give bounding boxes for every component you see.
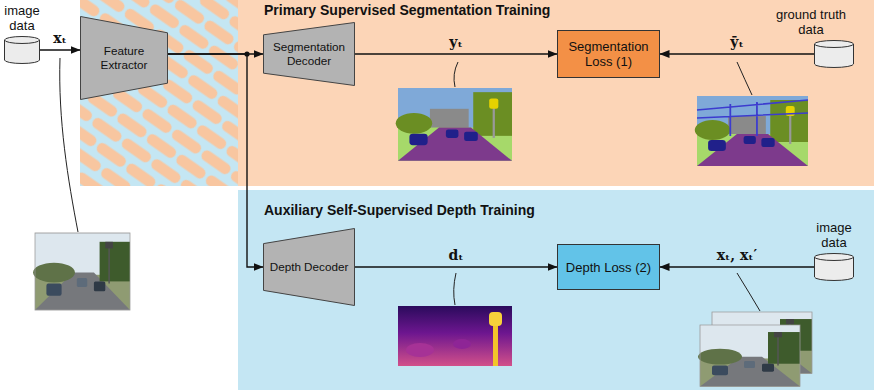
arrow-connector bbox=[355, 266, 557, 267]
data-label: image data bbox=[808, 220, 860, 250]
cylinder-body bbox=[5, 37, 40, 64]
depth-map bbox=[398, 306, 512, 366]
ground-truth-segmentation bbox=[695, 96, 808, 166]
module-label: Feature Extractor bbox=[80, 44, 168, 72]
feature-background bbox=[80, 0, 238, 186]
loss-label: Segmentation Loss (1) bbox=[562, 39, 655, 69]
data-label: ground truth data bbox=[766, 7, 856, 37]
module-label: Depth Decoder bbox=[270, 260, 349, 274]
data-cylinder: ground truth data bbox=[814, 40, 854, 68]
loss-label: Depth Loss (2) bbox=[566, 260, 651, 275]
edge-label: xₜ bbox=[53, 30, 67, 47]
sign-depth bbox=[489, 312, 502, 326]
predicted-segmentation bbox=[396, 88, 512, 161]
arrow-connector bbox=[355, 53, 557, 54]
leader-line bbox=[454, 62, 458, 87]
cylinder-rim bbox=[815, 44, 854, 47]
leader-line bbox=[454, 273, 456, 305]
leader-line bbox=[737, 62, 752, 95]
shape-outline bbox=[4, 36, 40, 64]
trapezoid bbox=[264, 23, 355, 86]
loss-box: Depth Loss (2) bbox=[557, 244, 660, 290]
shape-outline bbox=[814, 40, 854, 68]
edge-label: yₜ bbox=[449, 34, 462, 51]
leader-lines bbox=[60, 58, 760, 311]
trapezoid bbox=[264, 229, 355, 306]
shape-outline bbox=[814, 253, 854, 281]
band-title: Auxiliary Self-Supervised Depth Training bbox=[264, 202, 535, 219]
data-cylinder: image data bbox=[814, 253, 854, 281]
arrow-connector bbox=[40, 49, 80, 50]
depth-gradient bbox=[398, 306, 512, 366]
pole-depth bbox=[493, 322, 498, 366]
cylinder-body bbox=[815, 254, 854, 281]
leader-line bbox=[60, 58, 78, 232]
decoder-trapezoid: Depth Decoder bbox=[263, 228, 355, 306]
data-label: image data bbox=[0, 3, 44, 33]
edge-label: xₜ, xₜ′ bbox=[717, 247, 758, 264]
arrow-connector bbox=[168, 54, 263, 267]
encoder-trapezoid: Feature Extractor bbox=[80, 16, 168, 100]
data-cylinder: image data bbox=[4, 36, 40, 64]
edge-label: dₜ bbox=[449, 247, 464, 264]
module-label: Segmentation Decoder bbox=[263, 40, 355, 68]
input-image bbox=[33, 233, 130, 310]
band-title: Primary Supervised Segmentation Training bbox=[264, 2, 550, 19]
cylinder-rim bbox=[5, 40, 40, 43]
segmentation-map bbox=[695, 96, 808, 166]
decoder-trapezoid: Segmentation Decoder bbox=[263, 22, 355, 86]
edge-label: ȳₜ bbox=[730, 34, 743, 51]
loss-box: Segmentation Loss (1) bbox=[557, 30, 660, 78]
leader-line bbox=[737, 273, 760, 311]
car-depth bbox=[453, 339, 471, 349]
car-depth bbox=[406, 343, 434, 357]
arrow-connector bbox=[660, 266, 814, 267]
arrow-connector bbox=[660, 53, 814, 54]
cylinder-rim bbox=[815, 257, 854, 260]
input-image-current bbox=[698, 325, 800, 387]
wires bbox=[697, 100, 808, 136]
cylinder-body bbox=[815, 41, 854, 68]
